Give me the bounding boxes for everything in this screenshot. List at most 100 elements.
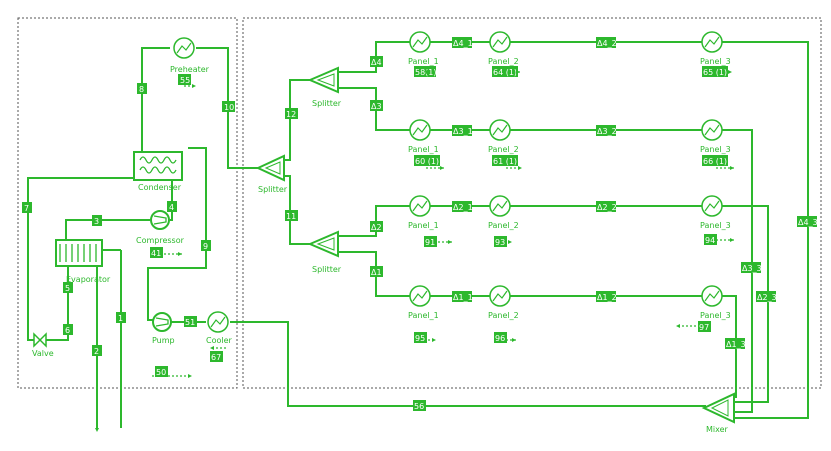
stream-tag-d3-1: Δ3_1 <box>452 125 473 136</box>
heat-pump-signal-lines <box>152 85 226 377</box>
svg-text:Δ3_2: Δ3_2 <box>597 127 617 136</box>
svg-text:Δ1: Δ1 <box>371 268 382 277</box>
panel-2-2 <box>489 195 511 217</box>
evaporator-unit <box>55 239 103 267</box>
stream-tag-d1: Δ1 <box>370 266 383 277</box>
mixer-label: Mixer <box>706 425 729 434</box>
svg-text:93: 93 <box>495 238 505 247</box>
svg-text:Δ4: Δ4 <box>371 58 382 67</box>
svg-text:66 (1): 66 (1) <box>703 157 727 166</box>
svg-text:12: 12 <box>286 110 296 119</box>
svg-text:Δ2_3: Δ2_3 <box>757 293 777 302</box>
stream-tag-50: 50 <box>155 366 168 377</box>
stream-tag-d4-3: Δ4_3 <box>797 216 818 227</box>
panel-2-3 <box>701 195 723 217</box>
splitter-top-label: Splitter <box>312 99 342 108</box>
stream-tag-9: 9 <box>201 240 211 251</box>
svg-text:97: 97 <box>699 323 709 332</box>
panel-array-boundary <box>242 17 822 389</box>
splitter-bottom <box>307 230 339 258</box>
stream-tag-58: 58(1) <box>414 66 437 77</box>
panel-2-3-label: Panel_3 <box>700 221 731 230</box>
panel-1-3-label: Panel_3 <box>700 311 731 320</box>
stream-tag-94: 94 <box>704 234 717 245</box>
panel-1-2-label: Panel_2 <box>488 311 519 320</box>
stream-tag-6: 6 <box>63 324 73 335</box>
splitter-main-label: Splitter <box>258 185 288 194</box>
svg-text:67: 67 <box>211 353 221 362</box>
svg-text:9: 9 <box>203 242 208 251</box>
stream-tag-97: 97 <box>698 321 711 332</box>
svg-text:Δ3_1: Δ3_1 <box>453 127 473 136</box>
stream-tag-65: 65 (1) <box>702 66 728 77</box>
svg-text:65 (1): 65 (1) <box>703 68 727 77</box>
svg-text:94: 94 <box>705 236 715 245</box>
valve-label: Valve <box>32 349 54 358</box>
stream-tag-2: 2 <box>92 345 102 356</box>
panel-2-1-label: Panel_1 <box>408 221 439 230</box>
stream-tag-67: 67 <box>210 351 223 362</box>
heat-pump-boundary <box>17 17 238 389</box>
svg-text:60 (1): 60 (1) <box>415 157 439 166</box>
stream-tag-d3-2: Δ3_2 <box>596 125 617 136</box>
panel-array-pipes <box>284 41 809 419</box>
svg-text:4: 4 <box>169 203 174 212</box>
panel-4-1 <box>409 31 431 53</box>
svg-text:8: 8 <box>139 85 144 94</box>
stream-tag-12: 12 <box>285 108 298 119</box>
stream-tag-10: 10 <box>222 101 235 112</box>
cooler-unit <box>207 311 229 333</box>
svg-text:50: 50 <box>156 368 166 377</box>
stream-tag-93: 93 <box>494 236 507 247</box>
panel-1-3 <box>701 285 723 307</box>
pump-label: Pump <box>152 336 175 345</box>
stream-tag-d3-3: Δ3_3 <box>741 262 762 273</box>
svg-text:10: 10 <box>224 103 234 112</box>
panel-4-3-label: Panel_3 <box>700 57 731 66</box>
stream-tag-7: 7 <box>22 202 32 213</box>
panel-3-1-label: Panel_1 <box>408 145 439 154</box>
stream-tag-96: 96 <box>494 332 507 343</box>
stream-tag-60: 60 (1) <box>414 155 440 166</box>
compressor-unit <box>150 210 170 230</box>
svg-text:6: 6 <box>65 326 70 335</box>
panel-2-1 <box>409 195 431 217</box>
stream-tag-1: 1 <box>116 312 126 323</box>
stream-tag-d3: Δ3 <box>370 100 383 111</box>
svg-text:Δ2_2: Δ2_2 <box>597 203 617 212</box>
panel-4-2-label: Panel_2 <box>488 57 519 66</box>
panel-4-2 <box>489 31 511 53</box>
stream-tag-55: 55 <box>178 74 191 85</box>
stream-tag-61: 61 (1) <box>492 155 518 166</box>
stream-tag-41: 41 <box>150 247 163 258</box>
panel-3-1 <box>409 119 431 141</box>
preheater-label: Preheater <box>170 65 210 74</box>
svg-text:Δ2_1: Δ2_1 <box>453 203 473 212</box>
panel-3-3 <box>701 119 723 141</box>
compressor-label: Compressor <box>136 236 185 245</box>
panel-1-1 <box>409 285 431 307</box>
panel-3-2-label: Panel_2 <box>488 145 519 154</box>
svg-text:Δ2: Δ2 <box>371 223 382 232</box>
svg-text:Δ1_2: Δ1_2 <box>597 293 617 302</box>
stream-tag-4: 4 <box>167 201 177 212</box>
panel-3-3-label: Panel_3 <box>700 145 731 154</box>
stream-tag-d4-2: Δ4_2 <box>596 37 617 48</box>
svg-text:2: 2 <box>94 347 99 356</box>
panel-1-1-label: Panel_1 <box>408 311 439 320</box>
stream-tag-91: 91 <box>424 236 437 247</box>
panel-4-3 <box>701 31 723 53</box>
stream-tag-d2: Δ2 <box>370 221 383 232</box>
panel-4-1-label: Panel_1 <box>408 57 439 66</box>
splitter-bottom-label: Splitter <box>312 265 342 274</box>
mixer-unit <box>701 392 735 424</box>
stream-tag-5: 5 <box>63 282 73 293</box>
svg-text:64 (1): 64 (1) <box>493 68 517 77</box>
svg-text:51: 51 <box>185 318 195 327</box>
stream-tag-d4: Δ4 <box>370 56 383 67</box>
splitter-main <box>255 154 285 182</box>
stream-tag-d2-2: Δ2_2 <box>596 201 617 212</box>
pump-unit <box>152 312 172 332</box>
stream-tag-56: 56 <box>413 400 426 411</box>
